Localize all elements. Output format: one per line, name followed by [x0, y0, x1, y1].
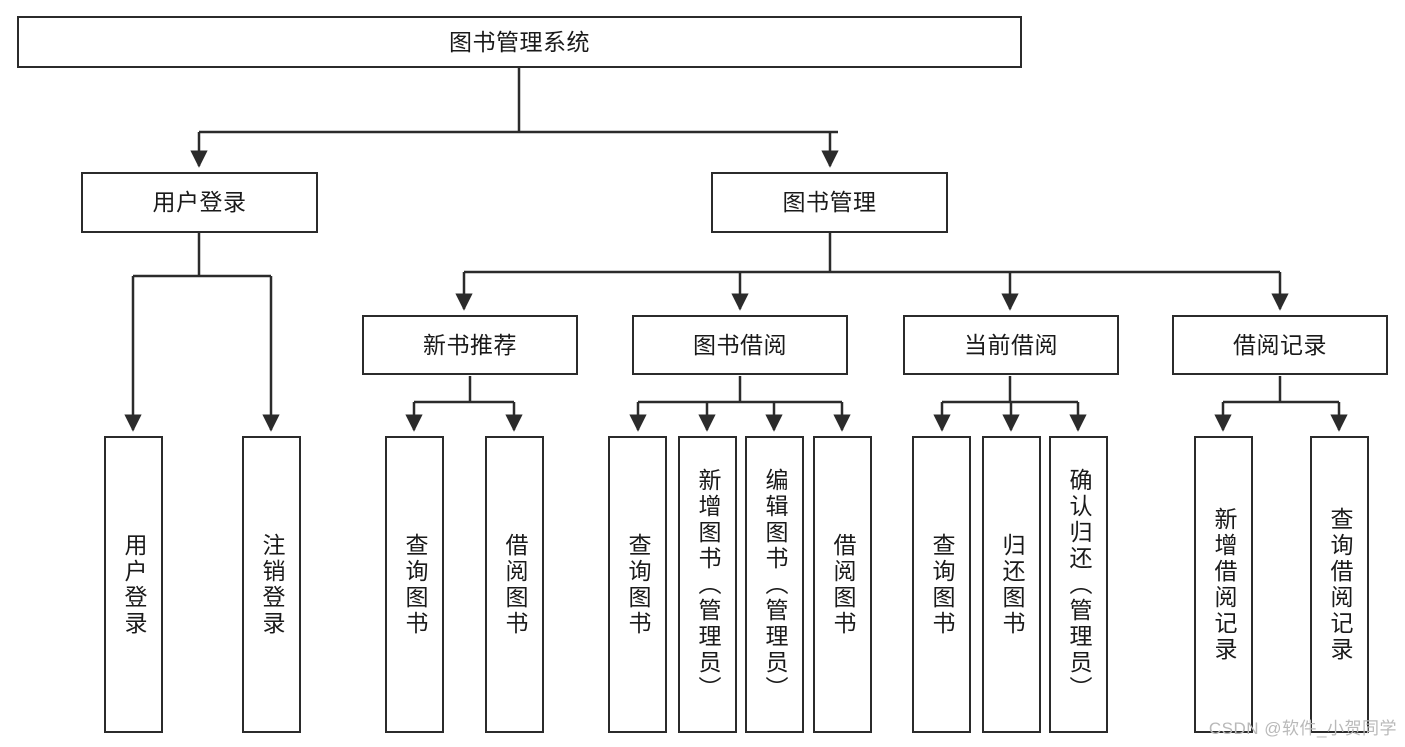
- node-book-borrow[interactable]: 图书借阅: [632, 315, 848, 375]
- node-book-management[interactable]: 图书管理: [711, 172, 948, 233]
- node-label: 图书管理系统: [449, 28, 590, 55]
- node-new-book-recommend[interactable]: 新书推荐: [362, 315, 578, 375]
- node-label: 用户登录: [121, 532, 147, 637]
- node-leaf-newbook-borrow-book[interactable]: 借阅图书: [485, 436, 544, 733]
- node-leaf-bookborrow-borrow-book[interactable]: 借阅图书: [813, 436, 872, 733]
- node-leaf-currentborrow-return-book[interactable]: 归还图书: [982, 436, 1041, 733]
- node-label: 借阅记录: [1233, 331, 1327, 358]
- node-label: 新书推荐: [423, 331, 517, 358]
- node-label: 查询借阅记录: [1327, 506, 1353, 663]
- node-leaf-borrowrecord-query-record[interactable]: 查询借阅记录: [1310, 436, 1369, 733]
- node-label: 查询图书: [929, 532, 955, 637]
- node-label: 确认归还（管理员）: [1066, 467, 1092, 702]
- node-label: 新增图书（管理员）: [695, 467, 721, 702]
- node-label: 借阅图书: [502, 532, 528, 637]
- node-leaf-currentborrow-confirm-return[interactable]: 确认归还（管理员）: [1049, 436, 1108, 733]
- node-label: 借阅图书: [830, 532, 856, 637]
- csdn-watermark: CSDN @软件_小贺同学: [1208, 719, 1397, 738]
- node-label: 当前借阅: [964, 331, 1058, 358]
- node-borrow-record[interactable]: 借阅记录: [1172, 315, 1388, 375]
- node-label: 查询图书: [402, 532, 428, 637]
- node-leaf-user-login-signout[interactable]: 注销登录: [242, 436, 301, 733]
- node-current-borrow[interactable]: 当前借阅: [903, 315, 1119, 375]
- node-leaf-bookborrow-edit-book[interactable]: 编辑图书（管理员）: [745, 436, 804, 733]
- node-label: 图书管理: [782, 189, 877, 216]
- node-leaf-currentborrow-query-book[interactable]: 查询图书: [912, 436, 971, 733]
- node-leaf-borrowrecord-add-record[interactable]: 新增借阅记录: [1194, 436, 1253, 733]
- node-label: 注销登录: [259, 532, 285, 637]
- node-user-login[interactable]: 用户登录: [81, 172, 318, 233]
- node-label: 编辑图书（管理员）: [762, 467, 788, 702]
- node-leaf-bookborrow-query-book[interactable]: 查询图书: [608, 436, 667, 733]
- node-leaf-user-login-signin[interactable]: 用户登录: [104, 436, 163, 733]
- node-label: 新增借阅记录: [1211, 506, 1237, 663]
- node-leaf-bookborrow-add-book[interactable]: 新增图书（管理员）: [678, 436, 737, 733]
- node-label: 用户登录: [152, 189, 247, 216]
- node-root-system[interactable]: 图书管理系统: [17, 16, 1022, 68]
- node-label: 查询图书: [625, 532, 651, 637]
- node-label: 图书借阅: [693, 331, 787, 358]
- node-label: 归还图书: [999, 532, 1025, 637]
- node-leaf-newbook-query-book[interactable]: 查询图书: [385, 436, 444, 733]
